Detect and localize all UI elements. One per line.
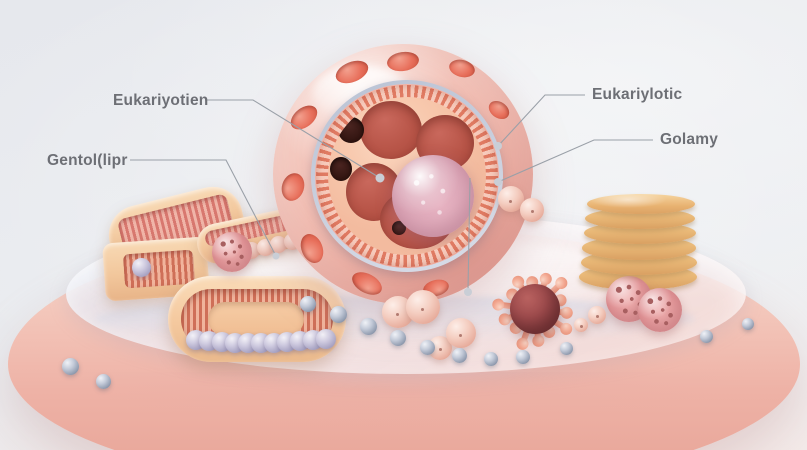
virus-core	[510, 284, 560, 334]
nucleoplasm-pore	[392, 221, 406, 235]
vesicle	[406, 290, 440, 324]
membrane-protein	[560, 342, 573, 355]
nucleolus	[392, 155, 474, 237]
membrane-protein	[484, 352, 498, 366]
membrane-protein	[420, 340, 435, 355]
nucleoplasm-pore	[338, 117, 364, 143]
membrane-protein	[516, 350, 530, 364]
vesicle	[498, 186, 524, 212]
membrane-protein	[360, 318, 377, 335]
label-eukariylotic[interactable]: Eukariylotic	[592, 86, 683, 103]
nuclear-pore	[485, 97, 513, 123]
membrane-protein	[300, 296, 316, 312]
lysosome	[638, 288, 682, 332]
nuclear-pore	[348, 267, 386, 300]
golgi-apparatus	[572, 178, 704, 290]
label-gentolklipr[interactable]: Gentol(lipr	[47, 152, 128, 169]
membrane-protein	[96, 374, 111, 389]
nuclear-pore	[278, 170, 308, 204]
vesicle	[520, 198, 544, 222]
nucleus-cutaway	[311, 80, 503, 272]
nuclear-pore	[286, 100, 322, 135]
membrane-protein	[700, 330, 713, 343]
golgi-cisterna	[587, 194, 695, 214]
nucleoplasm	[328, 97, 486, 255]
membrane-protein	[62, 358, 79, 375]
vesicle	[446, 318, 476, 348]
golgi-cisterna	[585, 208, 696, 230]
vesicle	[588, 306, 606, 324]
chromatin-lobe	[360, 101, 422, 159]
label-golamy[interactable]: Golamy	[660, 131, 719, 148]
vesicle	[574, 318, 588, 332]
membrane-shadow	[8, 372, 800, 450]
lysosome	[212, 232, 252, 272]
membrane-protein	[742, 318, 754, 330]
ribosome	[316, 329, 336, 350]
er-inner-opening	[208, 302, 304, 336]
centrosome-virus-body	[474, 252, 594, 362]
membrane-protein	[390, 330, 406, 346]
ribosome-bead	[132, 258, 151, 277]
membrane-protein	[452, 348, 467, 363]
label-eukariyotien[interactable]: Eukariyotien	[113, 92, 209, 109]
membrane-protein	[330, 306, 347, 323]
nucleoplasm-pore	[330, 157, 352, 181]
nuclear-pore	[385, 49, 421, 74]
